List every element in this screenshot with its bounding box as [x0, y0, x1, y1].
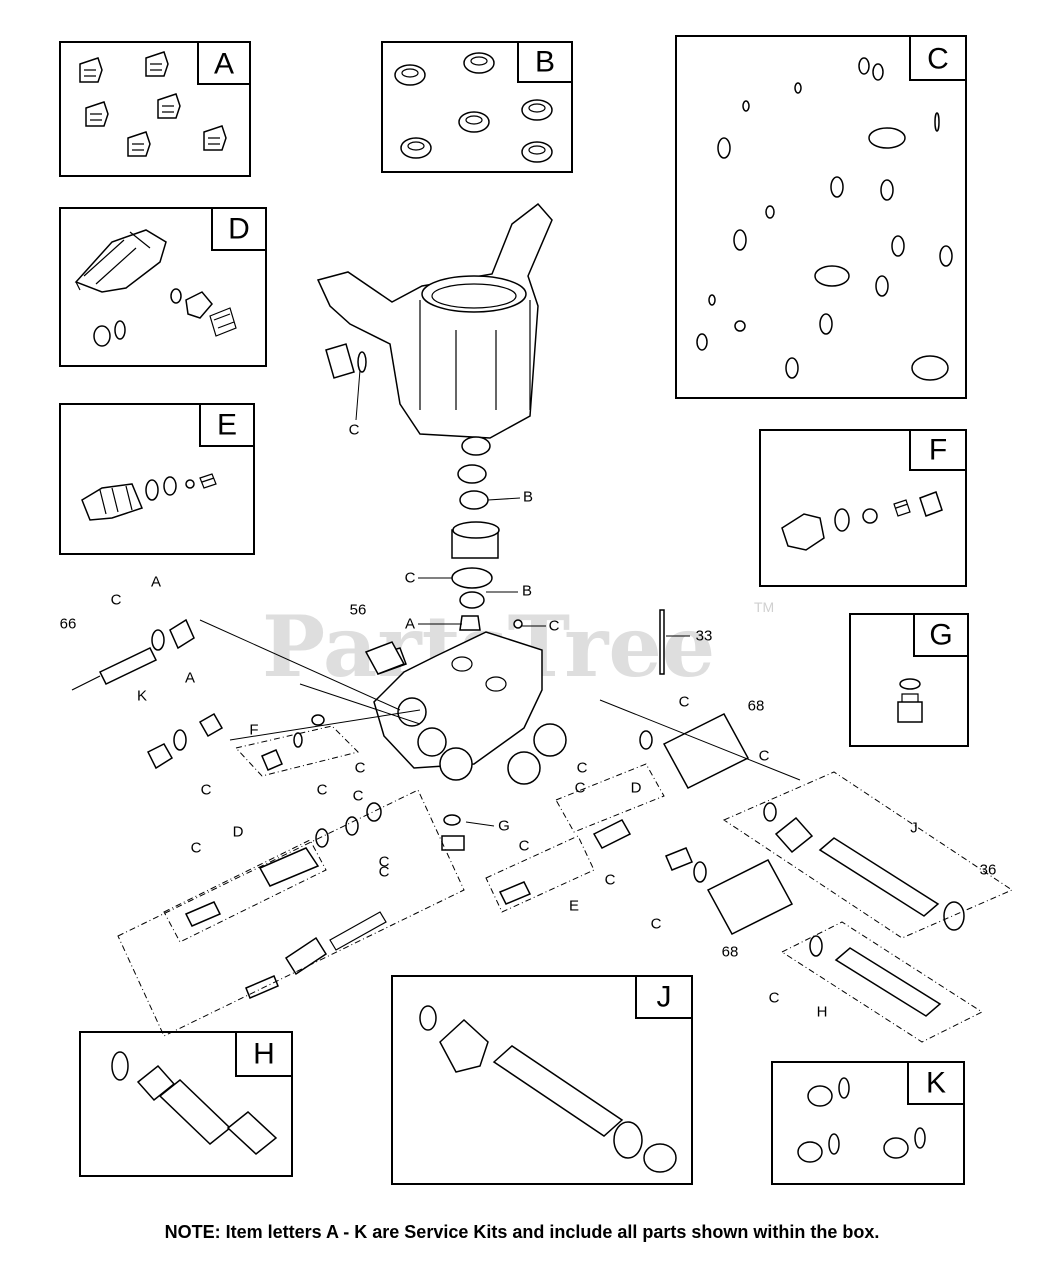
callout: C: [769, 990, 780, 1007]
callout: D: [631, 780, 642, 797]
kit-box-a: A: [59, 41, 251, 177]
callout: C: [379, 864, 390, 881]
pump-manifold: [371, 609, 665, 785]
callout: C: [191, 840, 202, 857]
callout: C: [651, 916, 662, 933]
callout: D: [233, 824, 244, 841]
plug-icon: [897, 678, 923, 723]
callout: C: [317, 782, 328, 799]
callout: A: [405, 616, 415, 633]
callout: C: [379, 854, 390, 871]
callout: C: [577, 760, 588, 777]
kit-outline-groups: [117, 619, 1014, 1043]
unloader-valve-icon: [74, 229, 237, 347]
callout: K: [137, 688, 147, 705]
callout: 56: [350, 602, 367, 619]
callout: C: [111, 592, 122, 609]
callout: G: [498, 818, 510, 835]
callout: C: [679, 694, 690, 711]
valve-assembly-icon: [81, 473, 217, 521]
kit-box-h: H: [79, 1031, 293, 1177]
kit-box-j: J: [391, 975, 693, 1185]
kit-box-e: E: [59, 403, 255, 555]
o-ring-icon: [696, 57, 953, 381]
callout: B: [523, 489, 533, 506]
kit-label-c: C: [927, 43, 949, 76]
nozzle-icon: [79, 51, 227, 157]
callout: E: [569, 898, 579, 915]
kit-label-d: D: [228, 213, 250, 246]
kit-label-a: A: [214, 48, 234, 81]
callout: J: [910, 820, 918, 837]
callouts: C B C B A C 56 33 66 C A A K C F C C C D…: [60, 369, 997, 1021]
kit-box-k: K: [771, 1061, 965, 1185]
watermark-tm: TM: [754, 599, 774, 615]
callout: B: [522, 583, 532, 600]
kit-label-h: H: [253, 1038, 275, 1071]
plug-set-icon: [797, 1077, 926, 1163]
callout: 68: [748, 698, 765, 715]
callout: A: [151, 574, 161, 591]
callout: 36: [980, 862, 997, 879]
check-valve-icon: [781, 491, 943, 551]
callout: C: [349, 422, 360, 439]
exploded-parts: [71, 618, 965, 1017]
kit-box-g: G: [849, 613, 969, 747]
kit-label-j: J: [657, 981, 672, 1014]
service-kit-note: NOTE: Item letters A - K are Service Kit…: [164, 1222, 880, 1242]
callout: F: [249, 722, 258, 739]
callout: C: [405, 570, 416, 587]
kit-label-g: G: [929, 619, 952, 652]
callout: C: [355, 760, 366, 777]
callout: 68: [722, 944, 739, 961]
pump-crankcase: [316, 202, 553, 439]
kit-box-b: B: [381, 41, 573, 173]
callout: 33: [696, 628, 713, 645]
kit-label-f: F: [929, 434, 947, 467]
seal-icon: [394, 52, 553, 163]
kit-box-c: C: [675, 35, 967, 399]
inlet-fitting-icon: [111, 1051, 278, 1155]
outlet-fitting-icon: [419, 1005, 677, 1173]
callout: C: [575, 780, 586, 797]
kit-box-d: D: [59, 207, 267, 367]
callout: C: [201, 782, 212, 799]
kit-label-e: E: [217, 409, 237, 442]
kit-box-f: F: [759, 429, 967, 587]
callout: C: [519, 838, 530, 855]
kit-label-k: K: [926, 1067, 946, 1100]
callout: C: [353, 788, 364, 805]
callout: A: [185, 670, 195, 687]
callout: C: [549, 618, 560, 635]
callout: H: [817, 1004, 828, 1021]
callout: C: [759, 748, 770, 765]
callout: 66: [60, 616, 77, 633]
kit-label-b: B: [535, 46, 555, 79]
callout: C: [605, 872, 616, 889]
piston-seal-stack: [451, 436, 523, 631]
